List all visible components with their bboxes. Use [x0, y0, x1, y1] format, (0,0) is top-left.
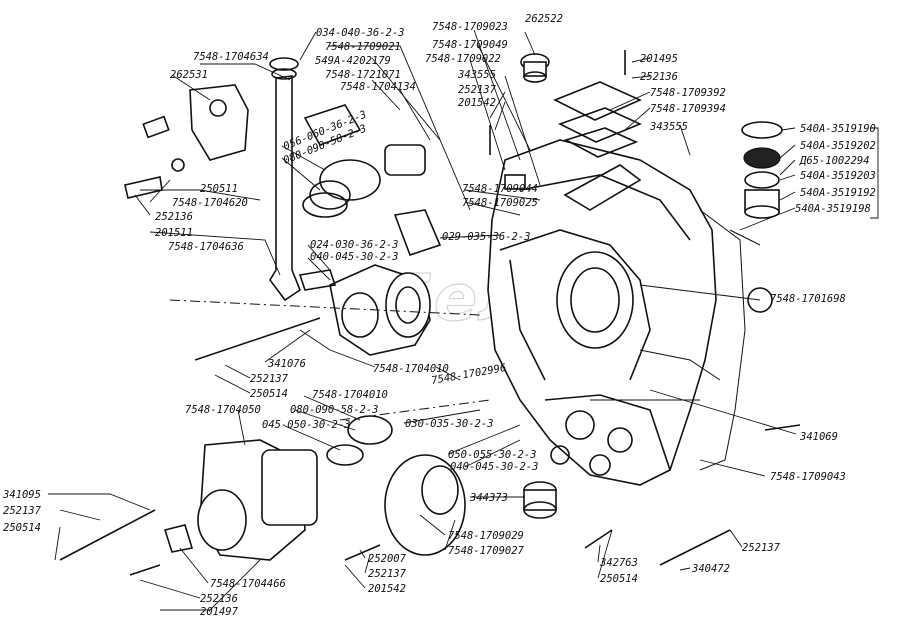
callout-label: 250514: [3, 522, 41, 534]
callout-label: 7548-1721071: [325, 69, 401, 81]
callout-label: 540А-3519192: [800, 187, 876, 199]
callout-label: 034-040-36-2-3: [316, 27, 405, 39]
callout-label: 250514: [600, 573, 638, 585]
callout-label: 252137: [368, 568, 407, 580]
callout-label: 341076: [267, 358, 306, 370]
callout-label: 7548-1709027: [448, 545, 525, 557]
callout-label: 7548-1709043: [770, 471, 846, 483]
callout-label: 252136: [640, 71, 678, 83]
callout-label: 080-090-58-2-3: [290, 404, 379, 416]
callout-label: 340472: [691, 563, 730, 575]
callout-label: 342763: [599, 557, 638, 569]
top-cover-gaskets: [553, 81, 643, 158]
callout-label: 024-030-36-2-3: [310, 239, 399, 251]
callout-label: 030-035-30-2-3: [405, 418, 494, 430]
callout-label: 7548-1704466: [210, 578, 286, 590]
callout-label: 540А-3519203: [800, 170, 876, 182]
callout-label: 262531: [170, 69, 208, 81]
callout-label: 7548-1704134: [340, 81, 416, 93]
callout-label: 250514: [250, 388, 288, 400]
callout-label: 252137: [250, 373, 289, 385]
hydraulic-pump: [298, 209, 442, 356]
callout-label: 7548-1709023: [432, 21, 508, 33]
callout-label: 7548-1704050: [185, 404, 261, 416]
callout-label: 7548-1701698: [770, 293, 846, 305]
callout-label: 344373: [469, 492, 508, 504]
callout-label: 252137: [458, 84, 497, 96]
valve-block: [124, 84, 249, 199]
callout-label: 7548-1704010: [312, 389, 388, 401]
oil-pipe: [269, 57, 426, 302]
callout-label: 201542: [458, 97, 496, 109]
callout-label: 7548-1709022: [425, 53, 501, 65]
callout-label: 045-050-30-2-3: [262, 419, 351, 431]
callout-label: 7548-1704620: [172, 197, 248, 209]
callout-label: 252007: [368, 553, 407, 565]
callout-label: 050-055-30-2-3: [448, 449, 537, 461]
callout-label: 252136: [155, 211, 193, 223]
callout-label: 343555: [649, 121, 688, 133]
callout-labels: 7548-1704634 262531 034-040-36-2-3 7548-…: [2, 13, 876, 618]
callout-label: 252137: [742, 542, 781, 554]
callout-label: 540А-3519198: [795, 203, 871, 215]
callout-label: 040-045-30-2-3: [310, 251, 399, 263]
callout-label: 201497: [200, 606, 239, 618]
callout-label: 040-045-30-2-3: [450, 461, 539, 473]
callout-label: 540А-3519202: [800, 140, 876, 152]
callout-label: 201511: [155, 227, 193, 239]
callout-label: 252136: [200, 593, 238, 605]
callout-label: 7548-1704634: [193, 51, 269, 63]
callout-label: 540А-3519190: [800, 123, 876, 135]
callout-label: 7548-1709044: [462, 183, 538, 195]
callout-label: 7548-1709049: [432, 39, 508, 51]
callout-label: 7548-1704636: [168, 241, 244, 253]
callout-label: 7548-1709029: [448, 530, 524, 542]
filter-stack: [729, 121, 783, 246]
callout-label: 252137: [3, 505, 42, 517]
callout-label: 7548-1709392: [650, 87, 726, 99]
callout-label: 7548-1709021: [325, 41, 401, 53]
callout-label: 029-035-36-2-3: [442, 231, 531, 243]
callout-label: 7548-1709394: [650, 103, 726, 115]
callout-label: 201542: [368, 583, 406, 595]
callout-label: 7548-1709025: [462, 197, 538, 209]
centerline-1: [169, 299, 481, 316]
callout-label: 341095: [2, 489, 41, 501]
gearbox-housing: [487, 139, 746, 486]
callout-label: Д65-1002294: [799, 155, 870, 167]
centerline-2: [339, 399, 491, 421]
callout-label: 262522: [525, 13, 563, 25]
round-cover: [384, 454, 557, 556]
callout-label: 343555: [457, 69, 496, 81]
callout-label: 7548-1704010: [373, 363, 449, 375]
callout-label: 341069: [799, 431, 838, 443]
callout-label: 201495: [640, 53, 678, 65]
leader-lines: [48, 29, 879, 611]
callout-label: 549А-4202179: [315, 55, 391, 67]
callout-label: 250511: [200, 183, 238, 195]
lower-pump: [163, 415, 393, 561]
filler-plug: [520, 53, 550, 83]
